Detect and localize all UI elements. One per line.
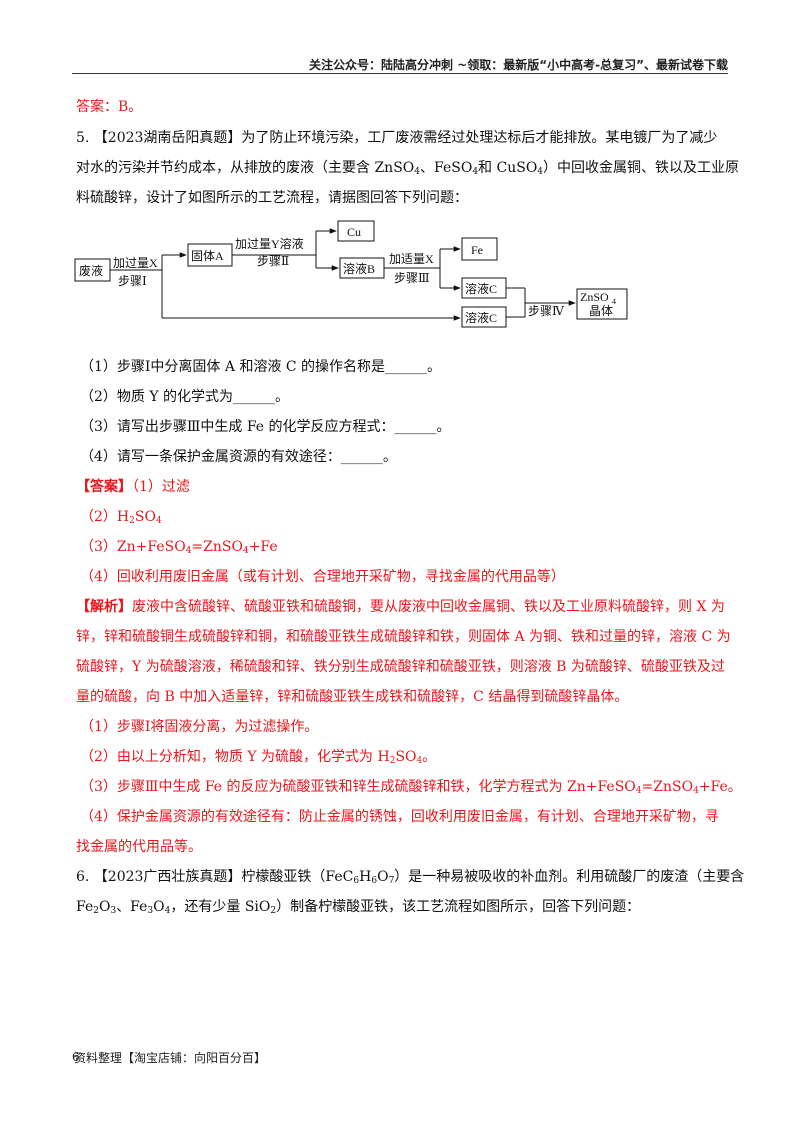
answer-3: （3）Zn+FeSO4=ZnSO4+Fe <box>80 539 278 556</box>
q6-stem-line1: 6. 【2023广西壮族真题】柠檬酸亚铁（FeC6H6O7）是一种易被吸收的补血… <box>76 869 745 886</box>
waste-label: 废液 <box>79 263 103 278</box>
page-header: 关注公众号：陆陆高分冲刺 ~领取：最新版“小中高考-总复习”、最新试卷下载 <box>309 58 728 72</box>
znso4-subscript: 4 <box>612 297 616 306</box>
answer-2: （2）H2SO4 <box>80 509 162 526</box>
znso4-label: ZnSO <box>580 290 609 304</box>
step3-label: 步骤Ⅲ <box>394 271 430 285</box>
process-flow-diagram: 废液 加过量X 步骤Ⅰ 固体A 加过量Y溶液 步骤Ⅱ Cu 溶液B 加适量X 步… <box>74 220 628 328</box>
add-y-label: 加过量Y溶液 <box>235 236 304 251</box>
step1-label: 步骤Ⅰ <box>118 274 147 288</box>
footer-text: 资料整理【淘宝店铺：向阳百分百】 <box>74 1051 267 1065</box>
explanation-line4: 量的硫酸，向 B 中加入适量锌，锌和硫酸亚铁生成铁和硫酸锌，C 结晶得到硫酸锌晶… <box>76 689 629 705</box>
cu-label: Cu <box>347 225 361 239</box>
fe-label: Fe <box>471 243 483 257</box>
explanation-part3: （3）步骤Ⅲ中生成 Fe 的反应为硫酸亚铁和锌生成硫酸锌和铁，化学方程式为 Zn… <box>80 779 742 796</box>
explanation-line3: 硫酸锌，Y 为硫酸溶液，稀硫酸和锌、铁分别生成硫酸锌和硫酸亚铁，则溶液 B 为硫… <box>76 659 725 675</box>
explanation-line1: 【解析】废液中含硫酸锌、硫酸亚铁和硫酸铜，要从废液中回收金属铜、铁以及工业原料硫… <box>76 599 725 615</box>
previous-answer: 答案：B。 <box>76 99 143 115</box>
q5-part2: （2）物质 Y 的化学式为______。 <box>80 389 290 405</box>
explanation-line2: 锌，锌和硫酸铜生成硫酸锌和铜，和硫酸亚铁生成硫酸锌和铁，则固体 A 为铜、铁和过… <box>76 629 731 645</box>
fe-box <box>461 237 498 261</box>
cu-box <box>337 220 375 242</box>
answer-1: 【答案】（1）过滤 <box>76 479 190 495</box>
solution-c1-label: 溶液C <box>465 281 497 296</box>
step2-label: 步骤Ⅱ <box>257 254 289 268</box>
znso4-crystal-box <box>576 288 628 320</box>
q6-stem-line2: Fe2O3、Fe3O4，还有少量 SiO2）制备柠檬酸亚铁，该工艺流程如图所示，… <box>76 899 641 916</box>
step4-label: 步骤Ⅳ <box>528 304 565 318</box>
solution-c2-label: 溶液C <box>465 310 497 325</box>
q5-stem-line1: 5. 【2023湖南岳阳真题】为了防止环境污染，工厂废液需经过处理达标后才能排放… <box>76 130 718 146</box>
header-rule <box>72 73 728 74</box>
crystal-label: 晶体 <box>589 304 613 318</box>
solid-a-label: 固体A <box>191 249 224 263</box>
q5-part1: （1）步骤Ⅰ中分离固体 A 和溶液 C 的操作名称是______。 <box>80 359 442 375</box>
explanation-part4-line1: （4）保护金属资源的有效途径有：防止金属的锈蚀，回收利用废旧金属，有计划、合理地… <box>80 809 719 825</box>
explanation-part1: （1）步骤Ⅰ将固液分离，为过滤操作。 <box>80 719 319 735</box>
explanation-part2: （2）由以上分析知，物质 Y 为硫酸，化学式为 H2SO4。 <box>80 749 437 766</box>
q5-part4: （4）请写一条保护金属资源的有效途径：______。 <box>80 449 397 465</box>
answer-4: （4）回收利用废旧金属（或有计划、合理地开采矿物，寻找金属的代用品等） <box>80 569 565 585</box>
add-x2-label: 加适量X <box>389 252 434 266</box>
q5-part3: （3）请写出步骤Ⅲ中生成 Fe 的化学反应方程式：______。 <box>80 419 451 435</box>
q5-stem-line3: 料硫酸锌，设计了如图所示的工艺流程，请据图回答下列问题： <box>76 190 468 206</box>
page-number: 6 <box>72 1050 80 1064</box>
q5-stem-line2: 对水的污染并节约成本，从排放的废液（主要含 ZnSO4、FeSO4和 CuSO4… <box>76 160 740 177</box>
solution-b-label: 溶液B <box>343 261 375 276</box>
explanation-part4-line2: 找金属的代用品等。 <box>76 839 202 855</box>
add-x-label: 加过量X <box>113 256 158 270</box>
